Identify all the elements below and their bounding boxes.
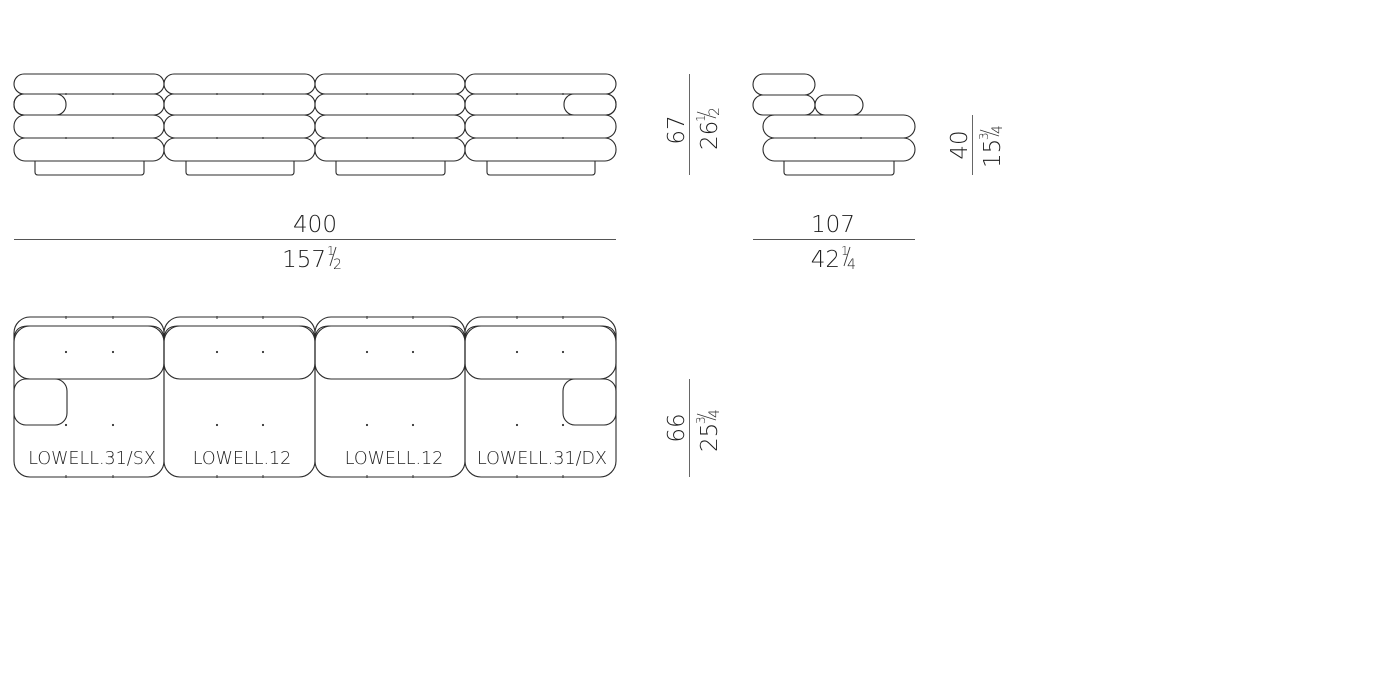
plan-module-label-2: LOWELL.12 bbox=[193, 449, 292, 469]
front-width-inches: 157 1 2 bbox=[282, 244, 342, 273]
front-width-in-num: 1 bbox=[327, 244, 335, 258]
side-seat-height-in-num: 3 bbox=[977, 132, 991, 140]
plan-module-label-1: LOWELL.31/SX bbox=[28, 449, 156, 469]
plan-depth-in-num: 3 bbox=[694, 416, 708, 424]
plan-depth-in-den: 4 bbox=[707, 409, 723, 418]
front-height-in-den: 2 bbox=[707, 107, 723, 116]
front-height-in-num: 1 bbox=[694, 114, 708, 122]
side-depth-inches: 42 1 4 bbox=[811, 244, 856, 273]
front-height-dimension: 67 26 1 2 bbox=[664, 74, 723, 175]
side-seat-height-cm: 40 bbox=[947, 130, 973, 159]
side-seat-height-in-whole: 15 bbox=[980, 139, 1006, 168]
front-module-1 bbox=[13, 73, 165, 176]
side-view: 107 42 1 4 40 15 3 4 bbox=[752, 73, 1006, 273]
side-depth-in-num: 1 bbox=[841, 244, 849, 258]
side-depth-dimension: 107 42 1 4 bbox=[753, 212, 915, 273]
front-module-2 bbox=[163, 73, 316, 176]
plan-depth-cm: 66 bbox=[664, 413, 690, 442]
front-tufting-marks bbox=[65, 93, 564, 139]
side-seat-height-in-den: 4 bbox=[990, 125, 1006, 134]
side-seat-height-inches: 15 3 4 bbox=[977, 125, 1006, 168]
front-height-in-whole: 26 bbox=[697, 121, 723, 150]
plan-module-label-3: LOWELL.12 bbox=[345, 449, 444, 469]
front-view: 400 157 1 2 67 26 1 2 bbox=[13, 73, 723, 273]
plan-depth-dimension: 66 25 3 4 bbox=[664, 379, 723, 477]
plan-module-label-4: LOWELL.31/DX bbox=[477, 449, 607, 469]
front-module-4 bbox=[464, 73, 617, 176]
front-width-in-whole: 157 bbox=[282, 247, 326, 273]
front-width-dimension: 400 157 1 2 bbox=[14, 212, 616, 273]
front-width-in-den: 2 bbox=[333, 257, 342, 273]
front-height-inches: 26 1 2 bbox=[694, 107, 723, 150]
front-width-cm: 400 bbox=[293, 212, 337, 238]
plan-depth-in-whole: 25 bbox=[697, 423, 723, 452]
plan-module-4 bbox=[464, 316, 617, 478]
side-seat-height-dimension: 40 15 3 4 bbox=[947, 115, 1006, 175]
front-height-cm: 67 bbox=[664, 115, 690, 144]
side-sofa-outline bbox=[752, 73, 916, 176]
side-depth-in-den: 4 bbox=[847, 257, 856, 273]
plan-tufting-marks bbox=[64, 316, 565, 478]
side-depth-cm: 107 bbox=[811, 212, 855, 238]
side-depth-in-whole: 42 bbox=[811, 247, 840, 273]
plan-depth-inches: 25 3 4 bbox=[694, 409, 723, 452]
front-module-3 bbox=[314, 73, 466, 176]
plan-view: LOWELL.31/SX LOWELL.12 LOWELL.12 LOWELL.… bbox=[13, 316, 723, 478]
